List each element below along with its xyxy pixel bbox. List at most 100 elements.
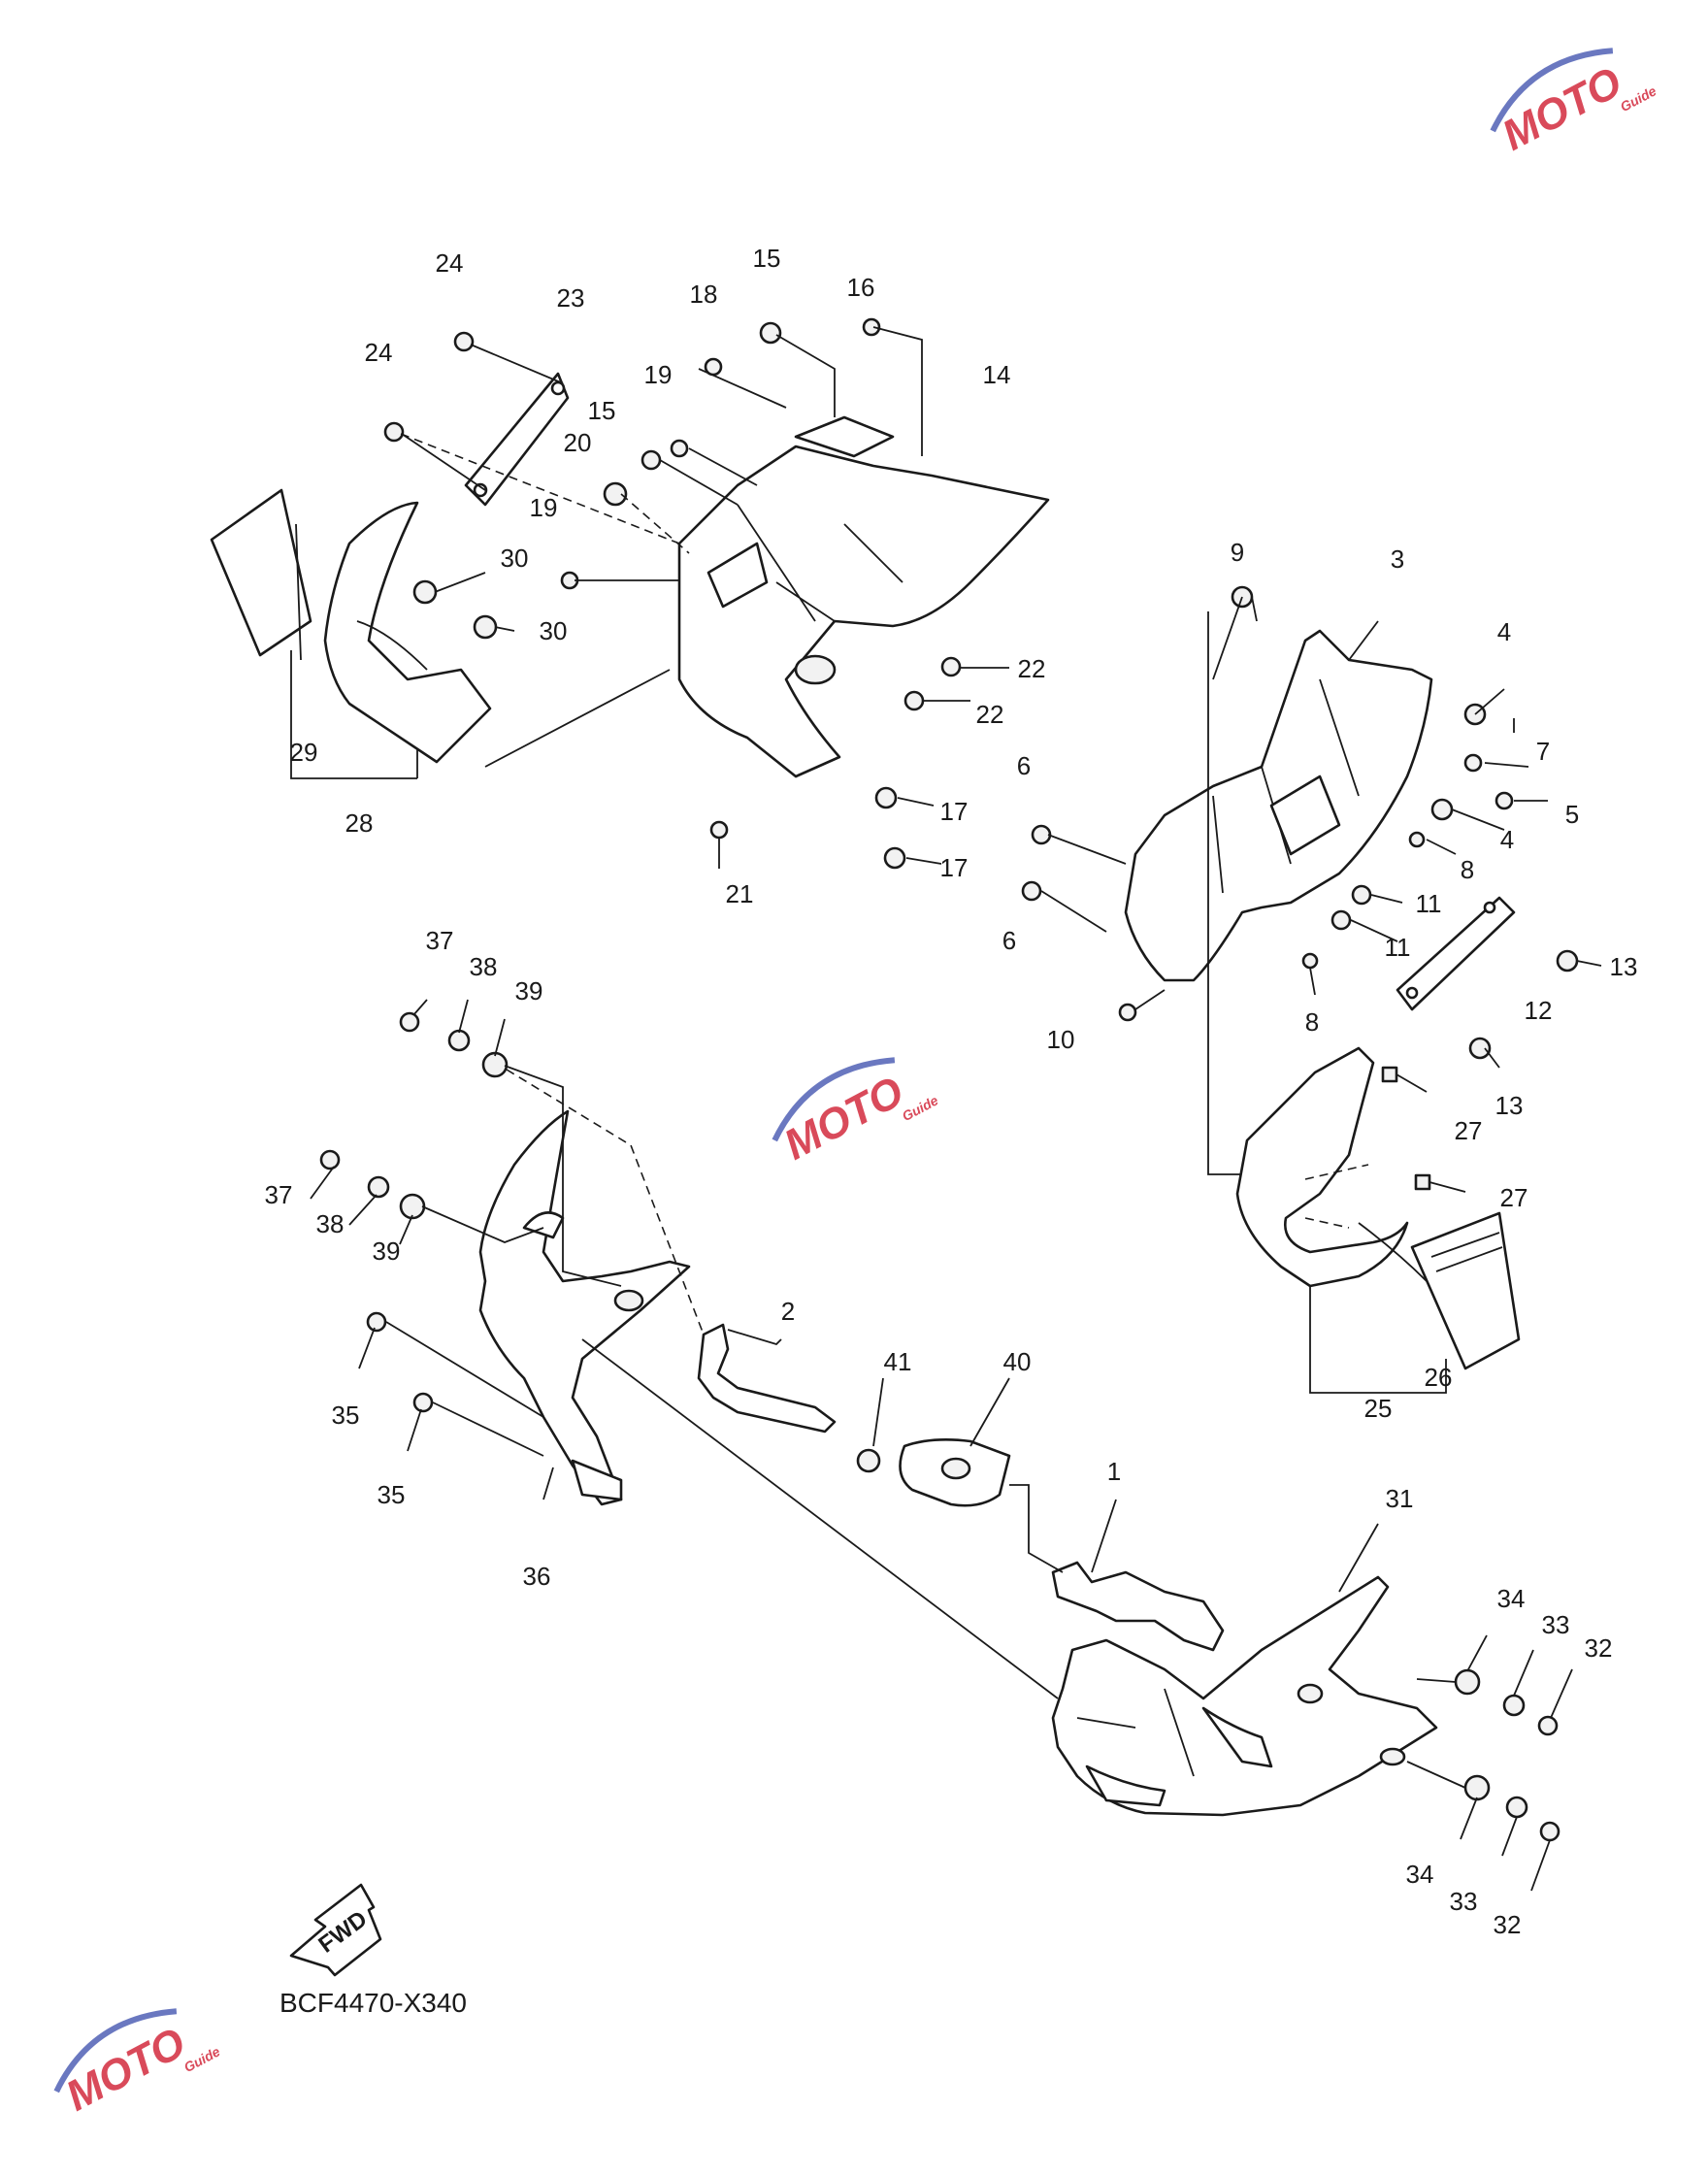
callout-13: 13: [1610, 952, 1638, 981]
part-11-nut-b: [1330, 909, 1352, 931]
part-14-cowl: [677, 445, 1050, 778]
callout-41: 41: [884, 1347, 912, 1376]
part-37-bolt-b: [319, 1149, 341, 1170]
part-31-under-cowl: [1051, 1575, 1438, 1817]
callout-11: 11: [1416, 889, 1442, 918]
part-12-plate: [1396, 896, 1516, 1011]
part-28-side-panel: [323, 501, 492, 764]
callout-39: 39: [515, 976, 543, 1006]
callout-24b: 24: [365, 338, 393, 367]
diagram-code: BCF4470-X340: [279, 1988, 467, 2018]
part-7-screw: [1463, 753, 1483, 773]
part-19-clip-a: [670, 439, 689, 458]
part-38-washer-b: [367, 1175, 390, 1199]
part-15-bolt-b: [759, 321, 782, 345]
callout-26: 26: [1425, 1363, 1453, 1392]
part-34-grommet-b: [1463, 1774, 1491, 1801]
part-24-bolt-b: [383, 421, 405, 443]
callout-6b: 6: [1002, 926, 1016, 955]
callout-25: 25: [1364, 1394, 1393, 1423]
part-6-bolt-a: [1031, 824, 1052, 845]
part-37-bolt-a: [399, 1011, 420, 1033]
part-17-rivet-a: [874, 786, 898, 809]
part-30-nut-b: [473, 614, 498, 640]
callout-5: 5: [1565, 800, 1579, 829]
callout-30b: 30: [540, 616, 568, 645]
callout-35: 35: [332, 1401, 360, 1430]
callout-4b: 4: [1500, 825, 1514, 854]
part-16-screw: [862, 317, 881, 337]
callout-33: 33: [1542, 1610, 1570, 1639]
part-33-washer-b: [1505, 1796, 1528, 1819]
callout-11b: 11: [1385, 933, 1411, 962]
callout-34: 34: [1497, 1584, 1526, 1613]
callout-37b: 37: [265, 1180, 293, 1209]
callout-2: 2: [781, 1297, 795, 1326]
svg-text:Guide: Guide: [900, 1092, 941, 1124]
callout-32b: 32: [1494, 1910, 1522, 1939]
callout-21: 21: [726, 879, 754, 908]
part-39-grommet-b: [399, 1193, 426, 1220]
callout-20: 20: [564, 428, 592, 457]
callout-30: 30: [501, 544, 529, 573]
callout-4: 4: [1497, 617, 1511, 646]
part-13-bolt-b: [1468, 1037, 1492, 1060]
callout-16: 16: [847, 273, 875, 302]
callout-12: 12: [1525, 996, 1553, 1025]
watermark-top-right: MOTO Guide: [1490, 48, 1659, 160]
part-25-cover: [1235, 1046, 1409, 1288]
callout-39b: 39: [373, 1236, 401, 1266]
fwd-arrow-icon: FWD: [289, 1883, 382, 1977]
callout-3: 3: [1391, 544, 1404, 574]
part-35-bolt-a: [366, 1311, 387, 1333]
callout-6: 6: [1017, 751, 1031, 780]
part-29-screen: [210, 488, 312, 657]
part-32-bolt-b: [1539, 1821, 1560, 1842]
part-4-bolt-b: [1430, 798, 1454, 821]
callout-37: 37: [426, 926, 454, 955]
callout-27b: 27: [1500, 1183, 1528, 1212]
part-30-nut-a: [412, 579, 438, 605]
callout-35b: 35: [378, 1480, 406, 1509]
part-32-bolt-a: [1537, 1715, 1559, 1736]
part-8-clip-b: [1301, 952, 1319, 970]
part-6-bolt-b: [1021, 880, 1042, 902]
svg-text:Guide: Guide: [1618, 82, 1659, 115]
part-22-nut-a: [940, 656, 962, 677]
callout-32: 32: [1585, 1633, 1613, 1663]
part-21-nut: [709, 820, 729, 840]
part-13-bolt-a: [1556, 949, 1579, 973]
svg-text:MOTO: MOTO: [776, 1068, 911, 1170]
callout-1: 1: [1107, 1457, 1121, 1486]
part-15-bolt-a: [640, 449, 662, 471]
callout-8b: 8: [1305, 1007, 1319, 1037]
callout-14: 14: [983, 360, 1011, 389]
callout-23: 23: [557, 283, 585, 313]
part-23-bracket: [464, 372, 570, 507]
part-35-bolt-b: [412, 1392, 434, 1413]
part-5-screw: [1494, 791, 1514, 810]
callout-36: 36: [523, 1562, 551, 1591]
callout-33b: 33: [1450, 1887, 1478, 1916]
callout-18: 18: [690, 280, 718, 309]
part-34-grommet-a: [1454, 1668, 1481, 1696]
part-2-bracket: [697, 1323, 837, 1434]
part-17-rivet-b: [883, 846, 906, 870]
callout-7: 7: [1536, 737, 1550, 766]
callout-13b: 13: [1495, 1091, 1524, 1120]
callout-17: 17: [940, 797, 969, 826]
callout-38: 38: [470, 952, 498, 981]
callout-22: 22: [1018, 654, 1046, 683]
part-27-clip-b: [1414, 1173, 1431, 1191]
callout-28: 28: [345, 808, 374, 838]
callout-15: 15: [753, 244, 781, 273]
callout-38b: 38: [316, 1209, 345, 1238]
callout-24: 24: [436, 248, 464, 278]
watermark-bottom-left: MOTO Guide: [53, 2008, 222, 2121]
callout-22b: 22: [976, 700, 1004, 729]
callout-19: 19: [644, 360, 673, 389]
part-24-bolt-a: [453, 331, 475, 352]
callout-34b: 34: [1406, 1860, 1434, 1889]
svg-text:MOTO: MOTO: [1494, 58, 1629, 160]
